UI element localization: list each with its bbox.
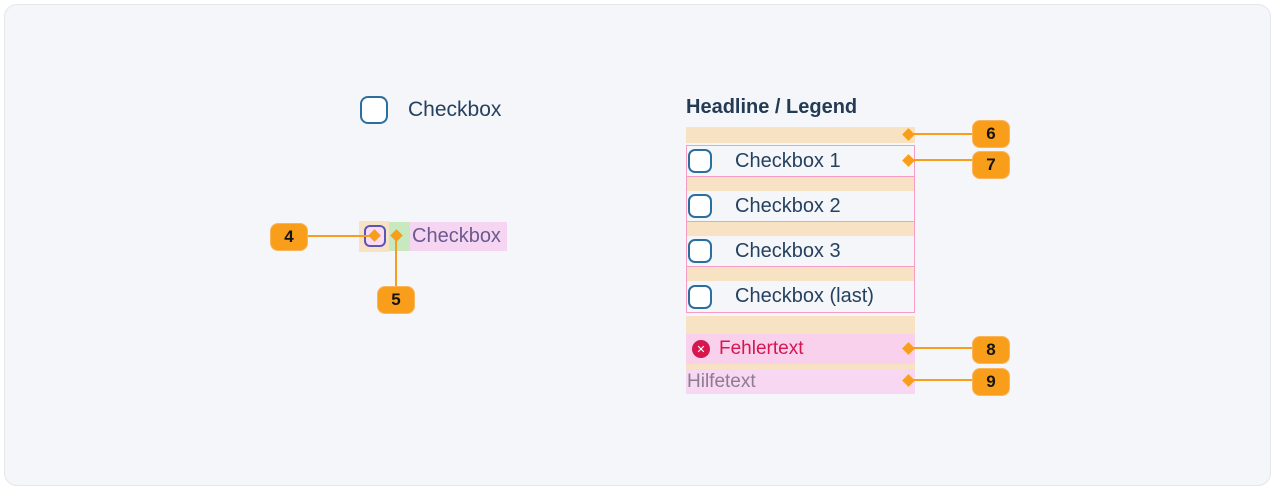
checkbox[interactable] [688, 194, 712, 218]
checkbox-label: Checkbox [410, 222, 507, 251]
marker-badge-6: 6 [972, 120, 1010, 148]
help-text: Hilfetext [686, 369, 915, 394]
error-row: ✕ Fehlertext [686, 334, 915, 364]
checkbox[interactable] [688, 284, 712, 309]
connector-line-9 [912, 379, 972, 381]
checkbox-label: Checkbox 2 [735, 194, 841, 217]
spacing-bar-below-group [686, 316, 915, 334]
checkbox-row: Checkbox (last) [687, 281, 914, 312]
checkbox[interactable] [688, 149, 712, 173]
checkbox-row: Checkbox 3 [687, 236, 914, 267]
marker-badge-4: 4 [270, 223, 308, 251]
checkbox[interactable] [688, 239, 712, 263]
x-circle-icon: ✕ [692, 340, 710, 358]
checkbox-label: Checkbox 3 [735, 239, 841, 262]
checkbox-row: Checkbox 1 [687, 146, 914, 177]
spacing-bar-top [686, 127, 915, 143]
marker-badge-8: 8 [972, 336, 1010, 364]
checkbox-label: Checkbox [408, 98, 502, 121]
spacing-bar-below-error [686, 364, 915, 369]
connector-line-8 [912, 347, 972, 349]
spacing-bar-between-rows [687, 222, 914, 236]
checkbox-label: Checkbox 1 [735, 149, 841, 172]
marker-badge-9: 9 [972, 368, 1010, 396]
checkbox-row: Checkbox 2 [687, 191, 914, 222]
checkbox[interactable] [360, 96, 388, 124]
connector-line-5 [395, 240, 397, 286]
marker-badge-5: 5 [377, 286, 415, 314]
connector-line-4 [308, 235, 372, 237]
checkbox-label: Checkbox (last) [735, 285, 874, 307]
checkbox-group: Checkbox 1 Checkbox 2 Checkbox 3 Checkbo… [686, 145, 915, 313]
headline: Headline / Legend [686, 96, 858, 118]
marker-badge-7: 7 [972, 151, 1010, 179]
error-text: Fehlertext [719, 338, 804, 359]
panel [4, 4, 1271, 486]
spacing-bar-between-rows [687, 177, 914, 191]
connector-line-7 [912, 159, 972, 161]
connector-line-6 [912, 133, 972, 135]
spacing-bar-between-rows [687, 267, 914, 281]
